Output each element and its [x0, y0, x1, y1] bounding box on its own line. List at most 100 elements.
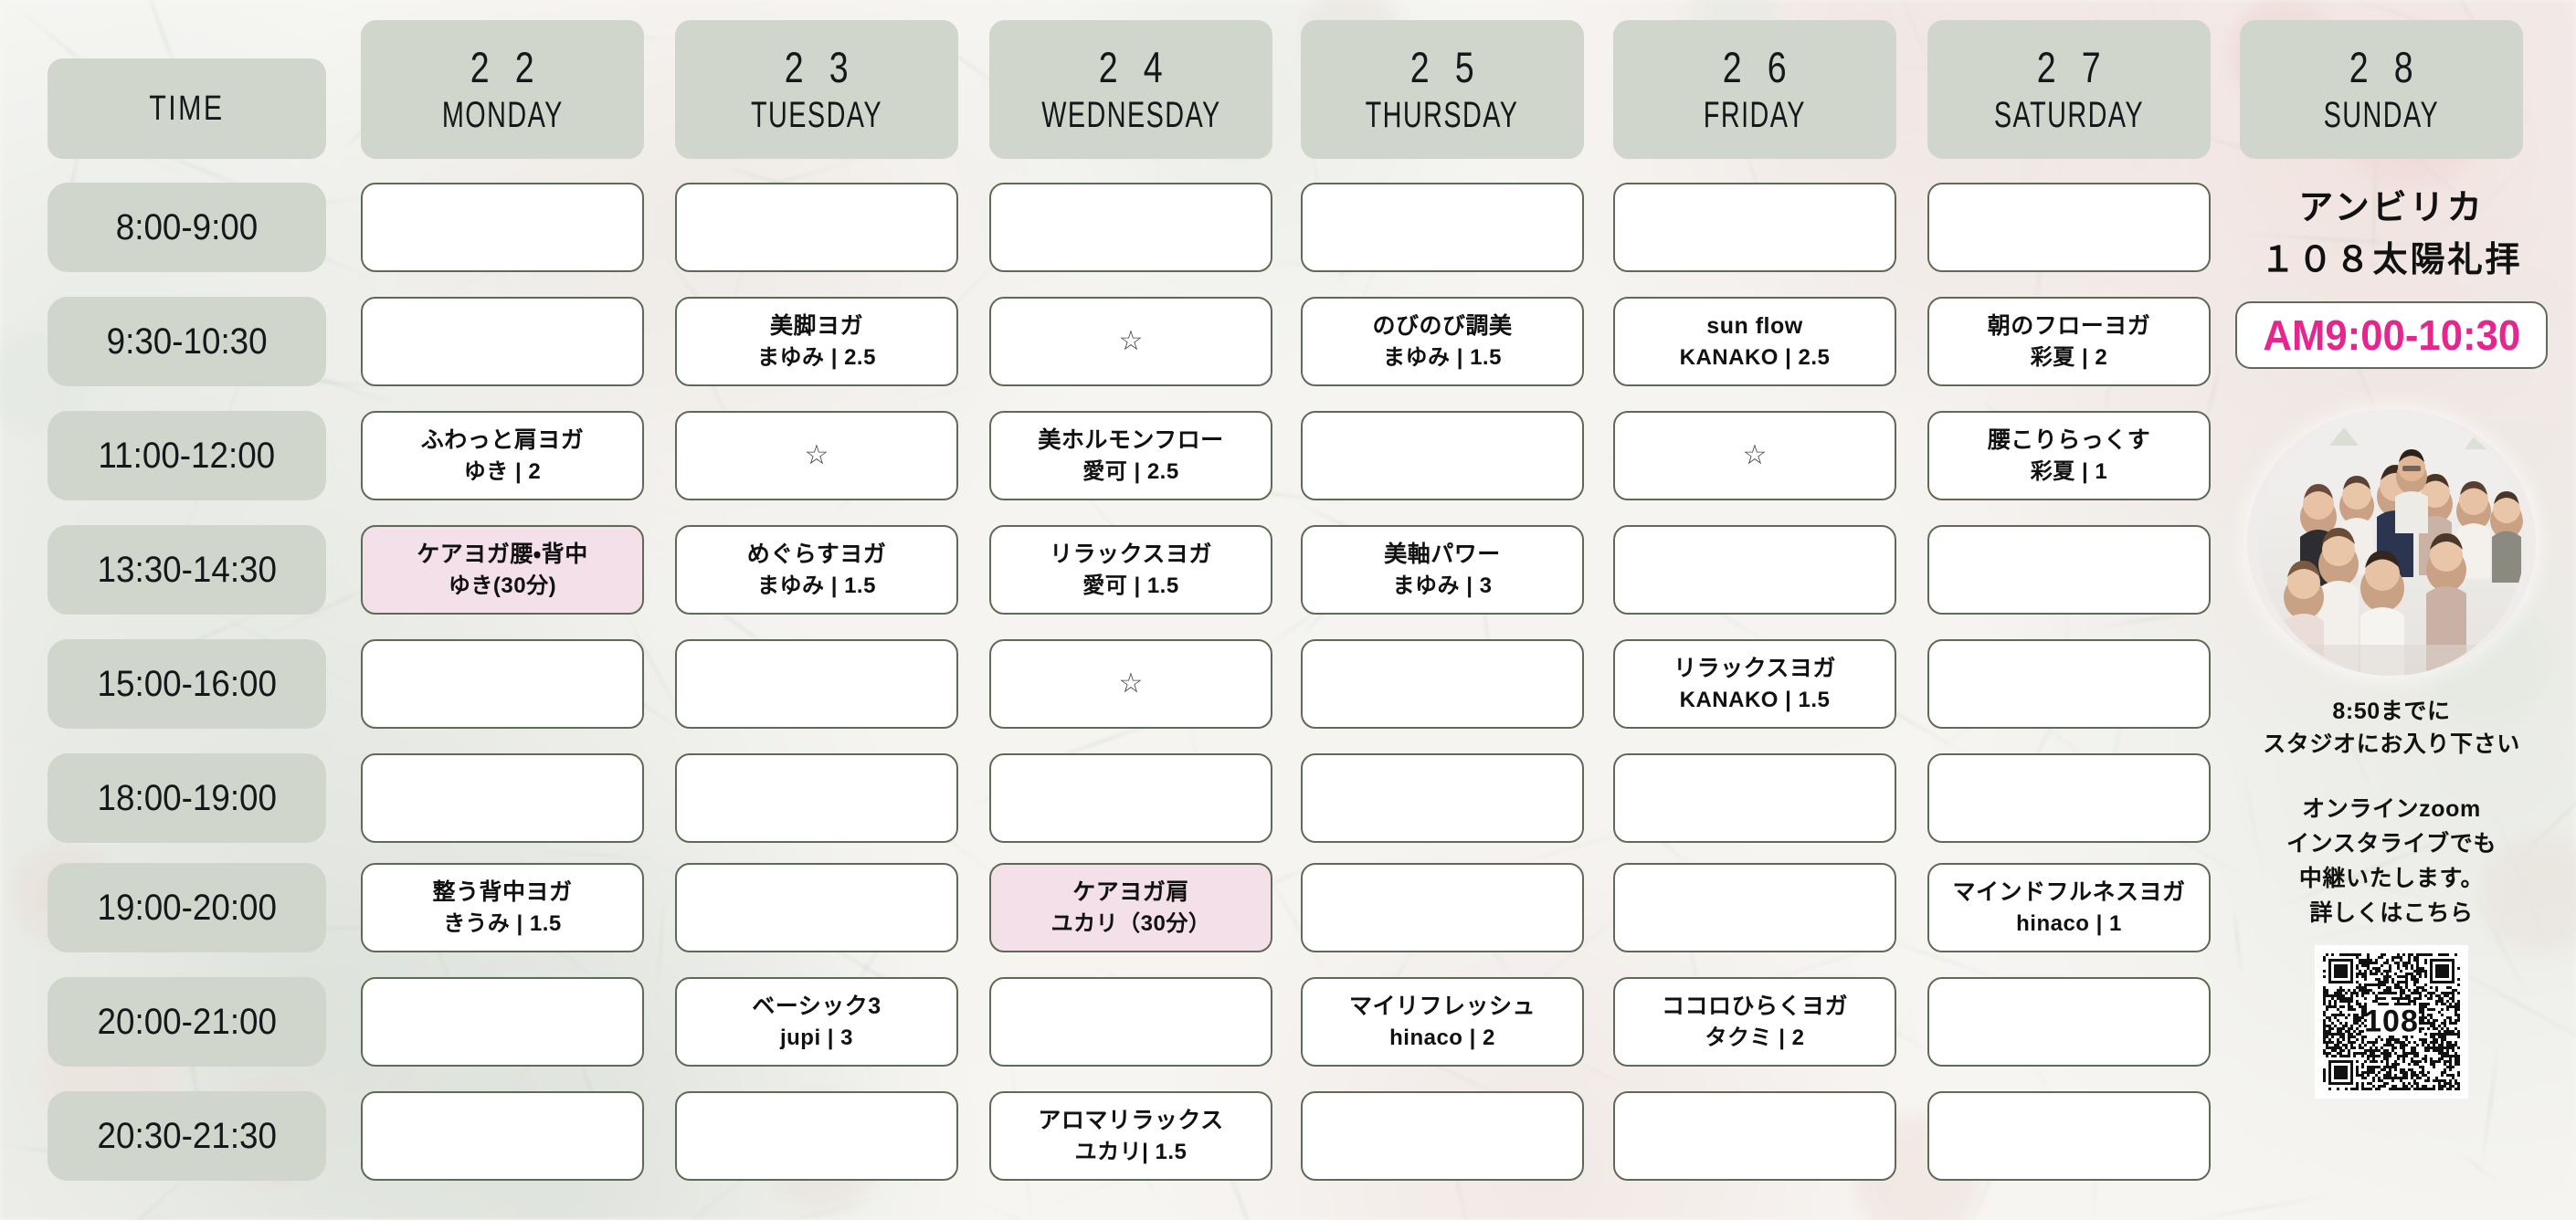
class-name: 美軸パワー	[1384, 541, 1501, 567]
class-instructor: まゆみ | 1.5	[757, 573, 876, 598]
schedule-cell-class[interactable]: マイリフレッシュ hinaco | 2	[1301, 977, 1584, 1067]
header-day-date: 2 6	[1723, 43, 1795, 91]
schedule-cell-class[interactable]: めぐらすヨガまゆみ | 1.5	[675, 525, 958, 615]
schedule-cell-empty[interactable]	[675, 1091, 958, 1181]
schedule-cell-empty[interactable]	[1613, 863, 1896, 952]
schedule-cell-empty[interactable]	[1613, 1091, 1896, 1181]
class-instructor: KANAKO | 1.5	[1679, 687, 1831, 712]
header-day-name: FRIDAY	[1703, 95, 1807, 135]
schedule-cell-empty[interactable]	[675, 863, 958, 952]
schedule-cell-empty[interactable]	[361, 297, 644, 386]
header-time-label: TIME	[149, 89, 225, 128]
schedule-cell-class[interactable]: ☆	[989, 297, 1272, 386]
qr-code-image[interactable]: 108	[2323, 953, 2460, 1090]
star-icon: ☆	[1742, 440, 1768, 470]
class-instructor: ユカリ| 1.5	[1074, 1139, 1188, 1164]
star-icon: ☆	[1118, 326, 1144, 356]
schedule-cell-class[interactable]: 美ホルモンフロー愛可 | 2.5	[989, 411, 1272, 500]
online-note: オンラインzoom インスタライブでも 中継いたします。 詳しくはこちら	[2209, 792, 2574, 931]
schedule-cell-empty[interactable]	[1301, 863, 1584, 952]
schedule-cell-empty[interactable]	[1301, 1091, 1584, 1181]
online-note-line1: オンラインzoom	[2302, 796, 2481, 822]
schedule-cell-empty[interactable]	[1927, 977, 2211, 1067]
schedule-cell-class[interactable]: ☆	[989, 639, 1272, 729]
schedule-cell-empty[interactable]	[361, 183, 644, 272]
class-name: マイリフレッシュ	[1348, 993, 1536, 1019]
schedule-cell-empty[interactable]	[1613, 183, 1896, 272]
schedule-cell-empty[interactable]	[361, 753, 644, 843]
schedule-cell-empty[interactable]	[1301, 639, 1584, 729]
schedule-cell-empty[interactable]	[1927, 183, 2211, 272]
schedule-cell-class[interactable]: 整う背中ヨガきうみ | 1.5	[361, 863, 644, 952]
schedule-cell-empty[interactable]	[1613, 525, 1896, 615]
schedule-cell-empty[interactable]	[1927, 525, 2211, 615]
class-instructor: hinaco | 1	[2016, 910, 2122, 936]
schedule-cell-class[interactable]: 朝のフローヨガ彩夏 | 2	[1927, 297, 2211, 386]
schedule-cell-empty[interactable]	[989, 183, 1272, 272]
class-instructor: きうみ | 1.5	[443, 910, 562, 936]
schedule-cell-class[interactable]: アロマリラックスユカリ| 1.5	[989, 1091, 1272, 1181]
schedule-cell-class[interactable]: ☆	[1613, 411, 1896, 500]
class-name: ココロひらくヨガ	[1661, 993, 1848, 1019]
class-instructor: ゆき(30分)	[448, 573, 557, 598]
online-note-line4: 詳しくはこちら	[2309, 900, 2474, 926]
class-instructor: まゆみ | 1.5	[1383, 344, 1502, 370]
qr-code-canvas	[2323, 953, 2460, 1090]
schedule-cell-class[interactable]: リラックスヨガ KANAKO | 1.5	[1613, 639, 1896, 729]
class-instructor: 愛可 | 1.5	[1082, 573, 1179, 598]
schedule-cell-empty[interactable]	[361, 639, 644, 729]
class-instructor: hinaco | 2	[1389, 1025, 1495, 1050]
entry-note: 8:50までに スタジオにお入り下さい	[2209, 696, 2574, 761]
schedule-cell-empty[interactable]	[675, 183, 958, 272]
online-note-line2: インスタライブでも	[2286, 831, 2497, 857]
schedule-cell-empty[interactable]	[989, 977, 1272, 1067]
time-slot-label: 19:00-20:00	[97, 887, 277, 928]
class-name: リラックスヨガ	[1673, 655, 1836, 681]
team-photo-illustration	[2258, 409, 2525, 676]
schedule-cell-empty[interactable]	[989, 753, 1272, 843]
class-instructor: ユカリ（30分）	[1050, 910, 1211, 936]
schedule-cell-empty[interactable]	[675, 753, 958, 843]
schedule-cell-empty[interactable]	[1927, 1091, 2211, 1181]
schedule-cell-empty[interactable]	[1927, 639, 2211, 729]
header-day-name: MONDAY	[441, 95, 564, 135]
time-slot-cell: 9:30-10:30	[48, 297, 326, 386]
online-note-line3: 中継いたします。	[2298, 866, 2485, 891]
schedule-cell-empty[interactable]	[1301, 411, 1584, 500]
header-day-name: WEDNESDAY	[1040, 95, 1221, 135]
schedule-cell-empty[interactable]	[361, 977, 644, 1067]
schedule-cell-empty[interactable]	[1613, 753, 1896, 843]
header-day-date: 2 8	[2349, 43, 2422, 91]
star-icon: ☆	[804, 440, 829, 470]
class-name: 朝のフローヨガ	[1987, 312, 2151, 339]
schedule-cell-class[interactable]: ふわっと肩ヨガゆき | 2	[361, 411, 644, 500]
class-name: 腰こりらっくす	[1987, 426, 2151, 453]
event-title-line2: １０８太陽礼拝	[2260, 241, 2523, 279]
schedule-cell-class[interactable]: リラックスヨガ愛可 | 1.5	[989, 525, 1272, 615]
schedule-cell-empty[interactable]	[1301, 753, 1584, 843]
schedule-cell-empty[interactable]	[675, 639, 958, 729]
header-day-date: 2 4	[1099, 43, 1171, 91]
schedule-cell-class[interactable]: ケアヨガ腰・背中ゆき(30分)	[361, 525, 644, 615]
schedule-cell-class[interactable]: 腰こりらっくす彩夏 | 1	[1927, 411, 2211, 500]
schedule-cell-empty[interactable]	[361, 1091, 644, 1181]
schedule-cell-empty[interactable]	[1927, 753, 2211, 843]
schedule-cell-class[interactable]: 美軸パワーまゆみ | 3	[1301, 525, 1584, 615]
schedule-cell-class[interactable]: ココロひらくヨガタクミ | 2	[1613, 977, 1896, 1067]
schedule-cell-empty[interactable]	[1301, 183, 1584, 272]
schedule-cell-class[interactable]: ケアヨガ肩ユカリ（30分）	[989, 863, 1272, 952]
schedule-cell-class[interactable]: のびのび調美まゆみ | 1.5	[1301, 297, 1584, 386]
schedule-cell-class[interactable]: ☆	[675, 411, 958, 500]
team-photo-image	[2247, 409, 2536, 676]
class-instructor: 彩夏 | 1	[2030, 458, 2108, 484]
schedule-cell-class[interactable]: 美脚ヨガまゆみ | 2.5	[675, 297, 958, 386]
qr-code[interactable]: 108	[2315, 945, 2468, 1099]
